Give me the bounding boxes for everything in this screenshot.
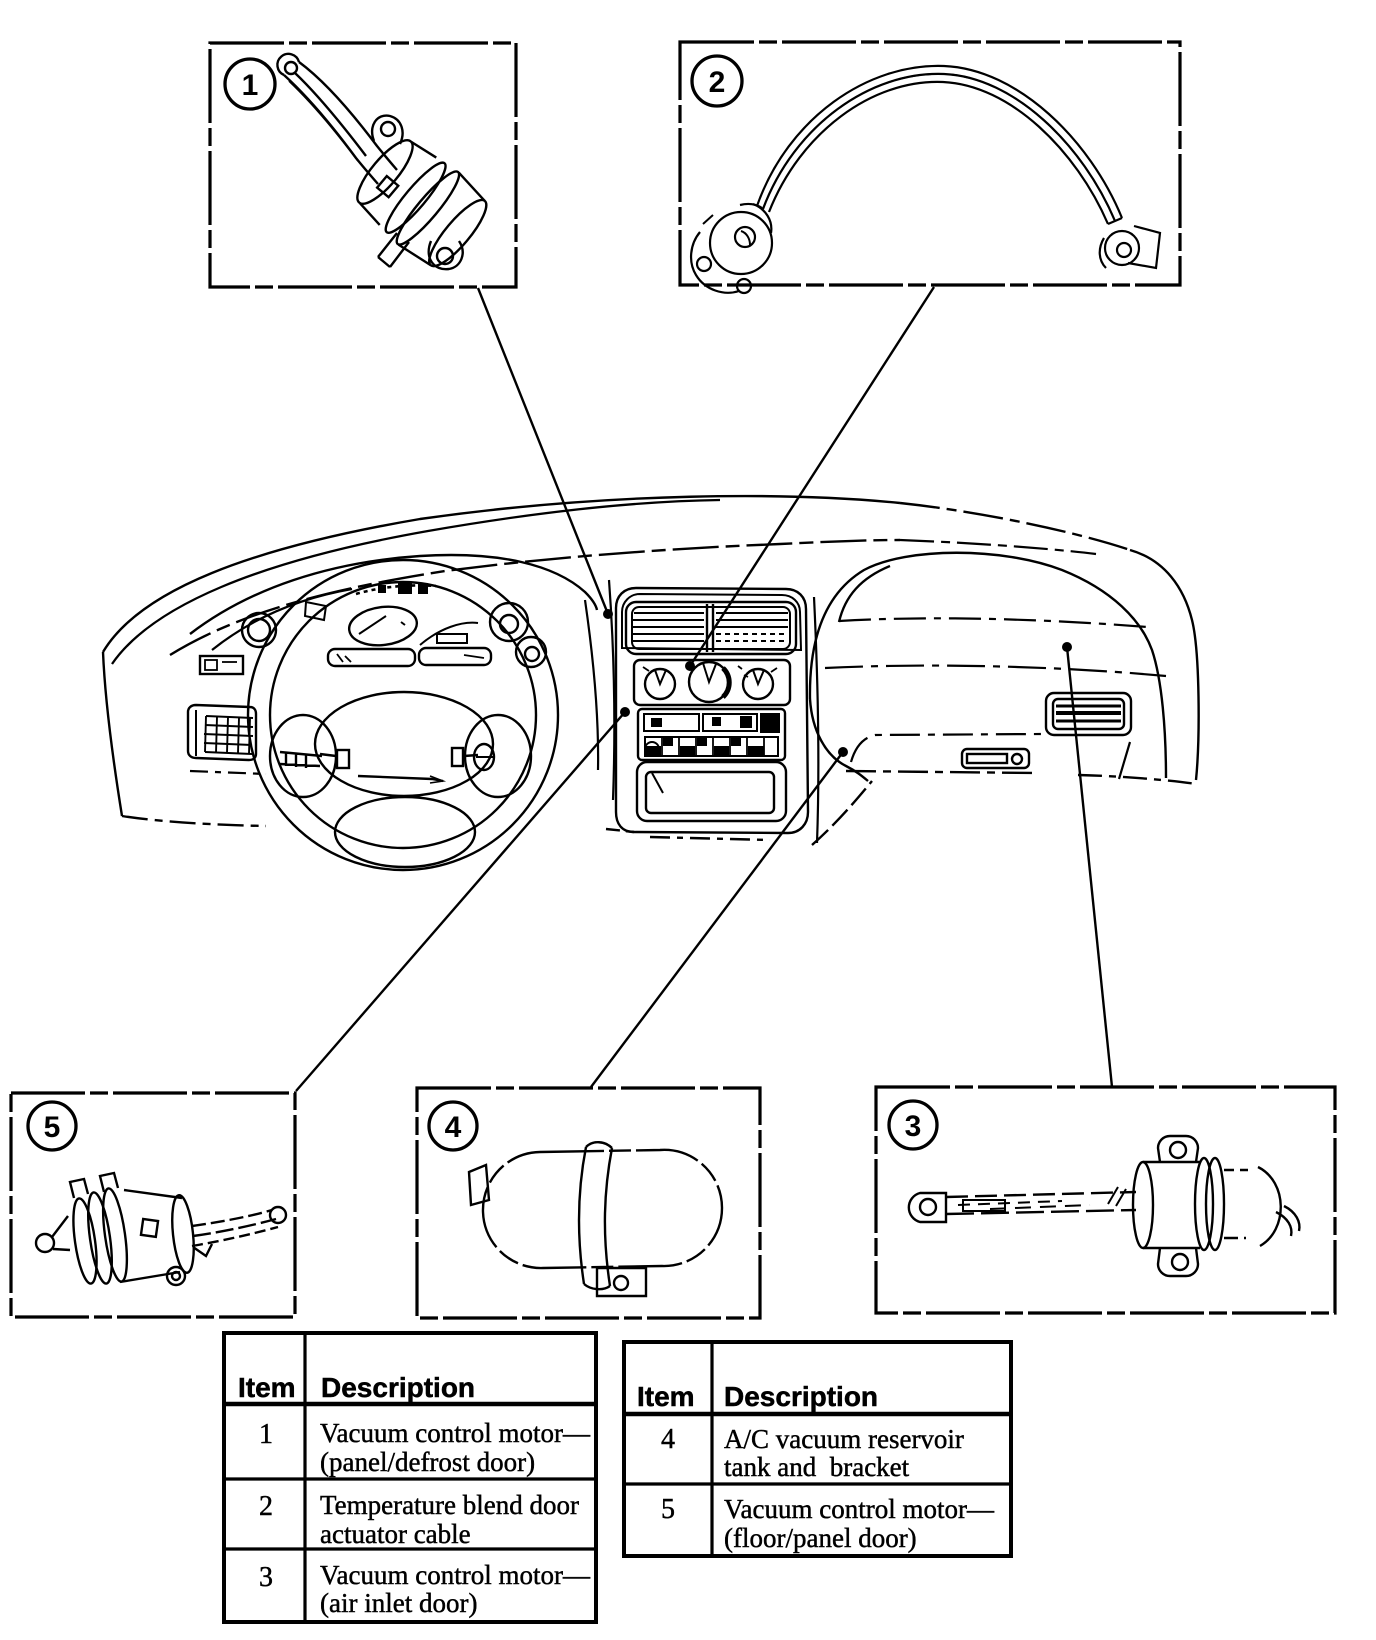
svg-text:Vacuum control motor—: Vacuum control motor— bbox=[320, 1418, 591, 1448]
svg-text:2: 2 bbox=[709, 66, 726, 99]
svg-text:2: 2 bbox=[259, 1491, 273, 1522]
svg-text:4: 4 bbox=[445, 1111, 462, 1144]
svg-text:5: 5 bbox=[661, 1494, 675, 1525]
svg-text:Temperature blend door: Temperature blend door bbox=[320, 1490, 579, 1520]
svg-text:(air inlet door): (air inlet door) bbox=[320, 1588, 477, 1618]
svg-text:actuator cable: actuator cable bbox=[320, 1519, 471, 1549]
svg-text:3: 3 bbox=[259, 1562, 273, 1593]
svg-text:3: 3 bbox=[905, 1110, 922, 1143]
svg-text:A/C vacuum reservoir: A/C vacuum reservoir bbox=[724, 1424, 964, 1454]
svg-text:Vacuum control motor—: Vacuum control motor— bbox=[320, 1560, 591, 1590]
svg-text:Vacuum control motor—: Vacuum control motor— bbox=[724, 1494, 995, 1524]
svg-text:Item: Item bbox=[637, 1381, 695, 1412]
svg-text:1: 1 bbox=[242, 69, 259, 102]
svg-text:Item: Item bbox=[238, 1372, 296, 1403]
svg-text:4: 4 bbox=[661, 1424, 675, 1455]
svg-text:Description: Description bbox=[321, 1372, 475, 1403]
svg-text:(floor/panel door): (floor/panel door) bbox=[724, 1523, 917, 1553]
svg-text:(panel/defrost door): (panel/defrost door) bbox=[320, 1447, 535, 1477]
svg-text:1: 1 bbox=[259, 1419, 273, 1450]
svg-text:tank and bracket: tank and bracket bbox=[724, 1452, 910, 1482]
svg-text:Description: Description bbox=[724, 1381, 878, 1412]
svg-text:5: 5 bbox=[44, 1111, 61, 1144]
